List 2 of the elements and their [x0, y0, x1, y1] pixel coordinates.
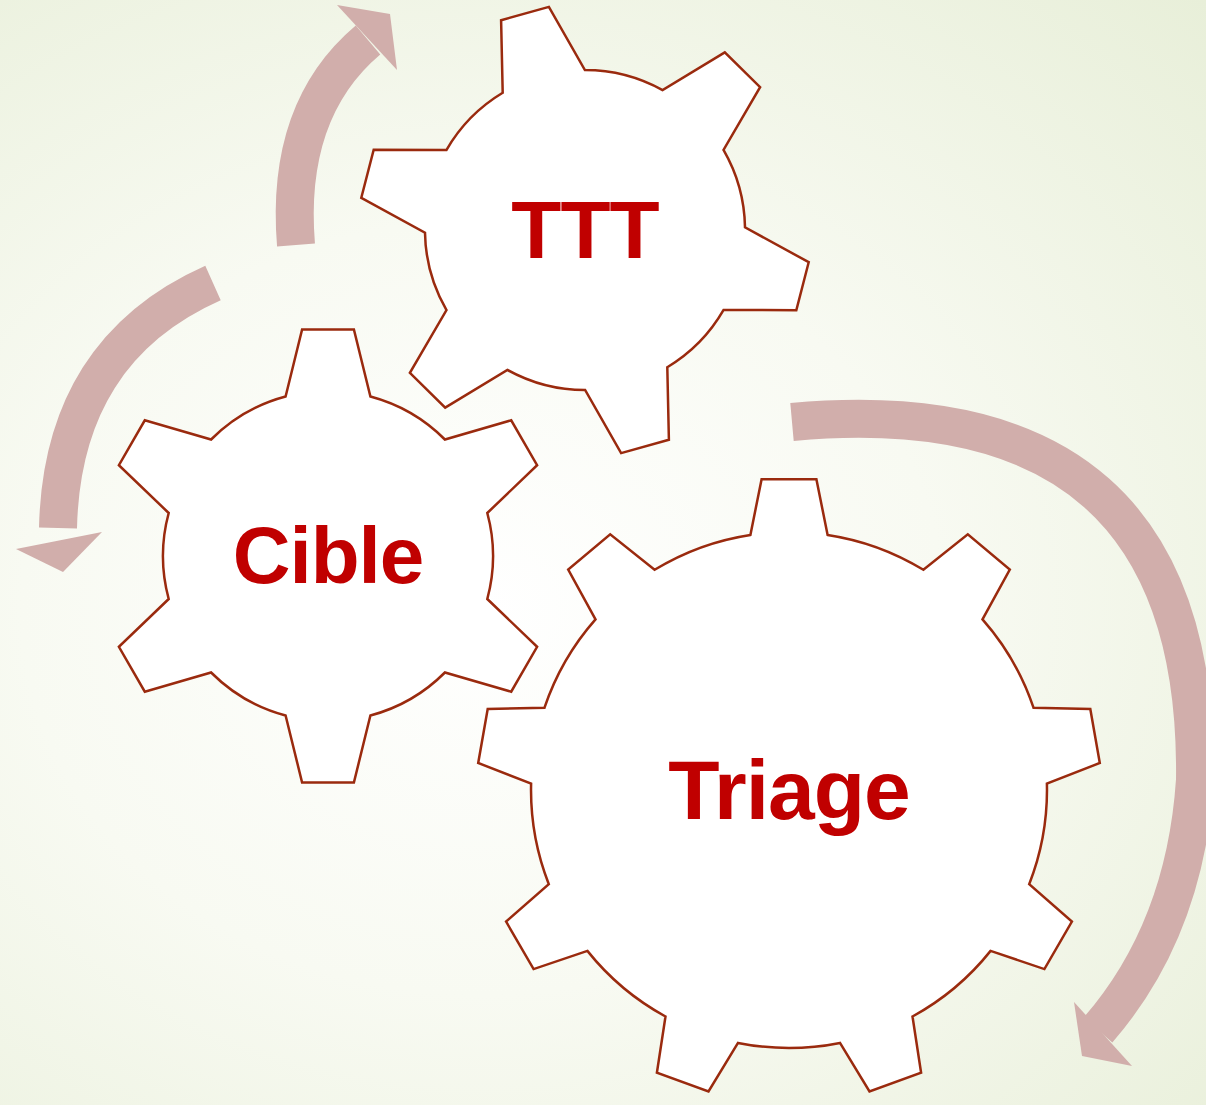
gear-label: Cible	[232, 516, 424, 596]
gear-label: TTT	[511, 189, 659, 271]
